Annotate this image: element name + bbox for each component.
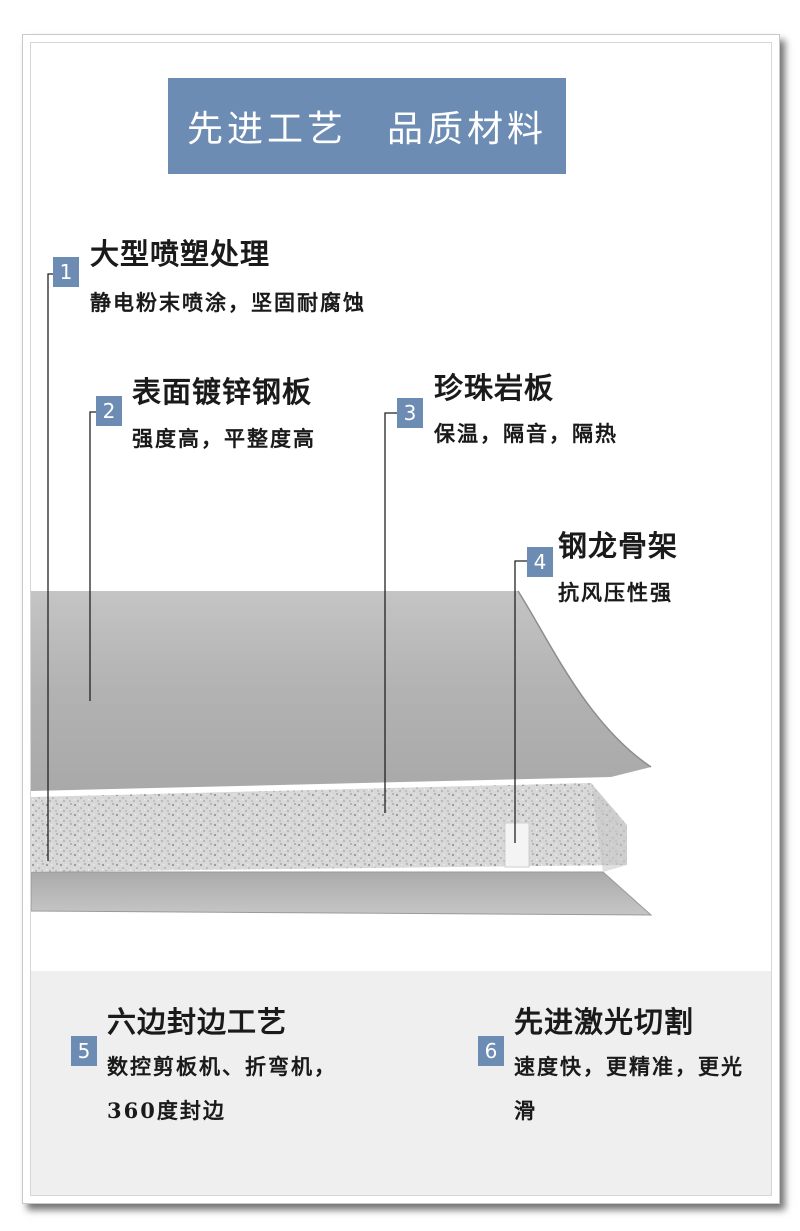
- feature-6-desc: 速度快，更精准，更光滑: [514, 1054, 744, 1123]
- poster-frame: 先进工艺 品质材料 1 大型喷塑处理 静电粉末喷涂，坚固耐腐蚀 2 表面镀锌钢板…: [22, 34, 780, 1204]
- feature-5-badge: 5: [71, 1036, 97, 1066]
- steel-keel: [504, 822, 530, 868]
- bottom-steel-sheet: [31, 871, 653, 916]
- poster-content: 先进工艺 品质材料 1 大型喷塑处理 静电粉末喷涂，坚固耐腐蚀 2 表面镀锌钢板…: [30, 42, 772, 1196]
- top-steel-sheet: [31, 591, 651, 791]
- feature-1-badge: 1: [53, 257, 79, 287]
- page-title: 先进工艺 品质材料: [168, 78, 566, 174]
- pearlite-core: [31, 783, 627, 872]
- feature-5-desc: 数控剪板机、折弯机，360度封边: [107, 1054, 337, 1123]
- feature-5-title: 六边封边工艺: [107, 1005, 288, 1039]
- feature-1-desc: 静电粉末喷涂，坚固耐腐蚀: [90, 290, 366, 315]
- feature-4-title: 钢龙骨架: [558, 529, 679, 563]
- feature-6-title: 先进激光切割: [514, 1005, 695, 1039]
- feature-1-title: 大型喷塑处理: [90, 237, 271, 271]
- feature-3-badge: 3: [397, 398, 423, 428]
- feature-4-desc: 抗风压性强: [558, 580, 673, 605]
- feature-2-desc: 强度高，平整度高: [132, 426, 316, 451]
- feature-6-badge: 6: [478, 1036, 504, 1066]
- feature-4-badge: 4: [527, 547, 553, 577]
- feature-2-badge: 2: [96, 396, 122, 426]
- bottom-process-band: [31, 971, 771, 1195]
- feature-3-desc: 保温，隔音，隔热: [434, 421, 618, 446]
- feature-3-title: 珍珠岩板: [434, 371, 555, 405]
- feature-2-title: 表面镀锌钢板: [132, 375, 313, 409]
